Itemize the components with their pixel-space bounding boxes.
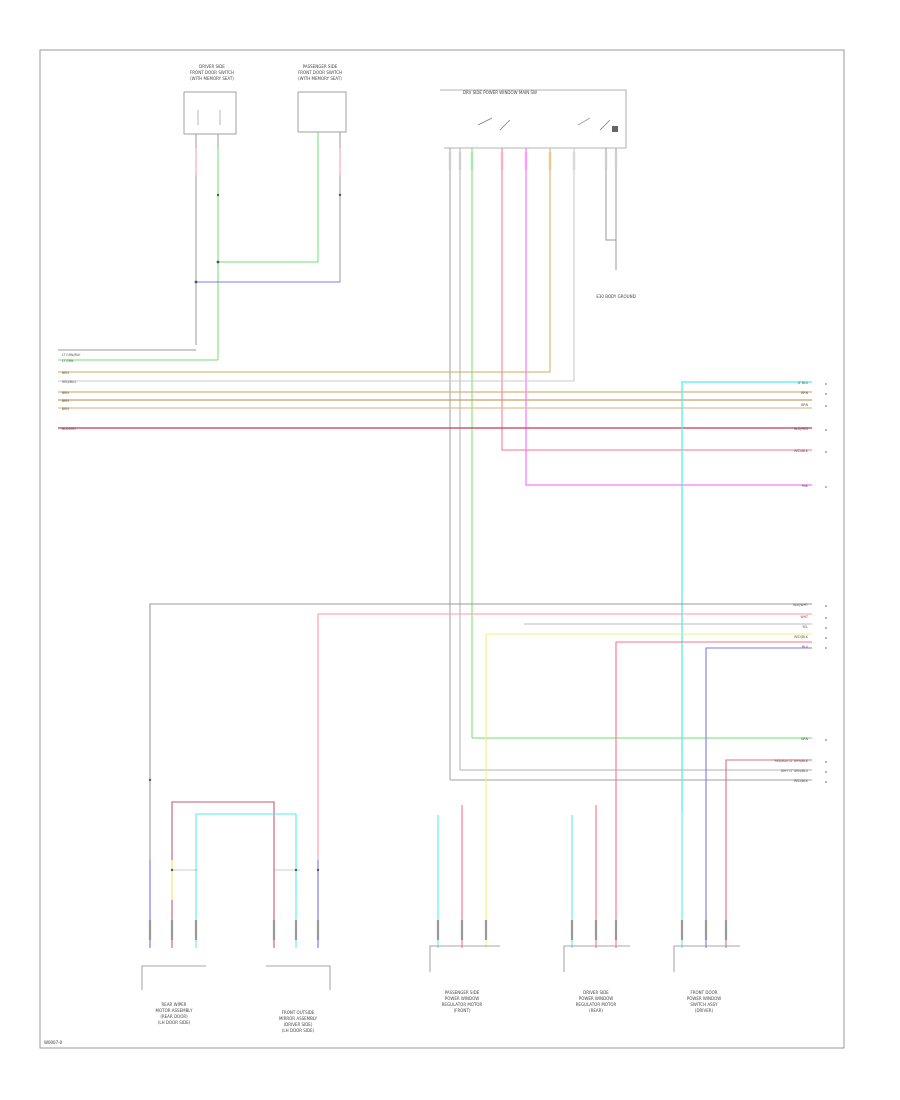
svg-text:RED/BLK: RED/BLK [794, 449, 809, 453]
switch-1-box [183, 91, 237, 135]
right-mid-wire-labels: BLK/WHT WHT YEL RED/BLK BLU GRN [793, 603, 809, 741]
switch-1-line1: DRIVER SIDE [199, 64, 225, 69]
svg-text:POWER WINDOW: POWER WINDOW [687, 996, 721, 1001]
main-switch-pin-marks [448, 152, 618, 170]
svg-text:(LH DOOR SIDE): (LH DOOR SIDE) [282, 1028, 315, 1033]
left-wire-labels: LT GRN/BLK LT GRN BRN RED/BLU BRN BRN BR… [62, 353, 81, 431]
module-1: REAR WIPER MOTOR ASSEMBLY (REAR DOOR) (L… [141, 965, 206, 1025]
ground-label: E30 BODY GROUND [596, 294, 635, 299]
switch-1-line3: (WITH MEMORY SEAT) [190, 76, 234, 81]
svg-text:BRN: BRN [62, 391, 69, 395]
main-switch-wires [58, 148, 812, 781]
svg-text:WHT LT GRN/BLU: WHT LT GRN/BLU [781, 769, 809, 773]
module-2: FRONT OUTSIDE MIRROR ASSEMBLY (DRIVER SI… [266, 965, 331, 1033]
svg-text:YEL: YEL [802, 625, 808, 629]
pin-stubs [148, 920, 728, 940]
switch-2-line2: FRONT DOOR SWITCH [298, 70, 342, 75]
svg-text:REAR WIPER: REAR WIPER [162, 1002, 187, 1007]
svg-text:POWER WINDOW: POWER WINDOW [445, 996, 479, 1001]
switch-2-line3: (WITH MEMORY SEAT) [298, 76, 342, 81]
svg-text:PASSENGER SIDE: PASSENGER SIDE [445, 990, 480, 995]
lower-bus-splices [148, 778, 320, 872]
svg-text:LT GRN/BLK: LT GRN/BLK [62, 353, 81, 357]
svg-text:RED/BLK LT GRN/BLK: RED/BLK LT GRN/BLK [775, 759, 809, 763]
svg-text:LT GRN: LT GRN [62, 359, 74, 363]
bottom-left-wiring [149, 801, 319, 948]
figure-id: W0007-0 [44, 1040, 63, 1045]
svg-text:WHT: WHT [801, 615, 809, 619]
svg-text:(REAR DOOR): (REAR DOOR) [160, 1014, 188, 1019]
right-bot-wire-labels: RED/BLK LT GRN/BLK WHT LT GRN/BLU RED/BL… [775, 759, 809, 783]
svg-text:LT BLU: LT BLU [798, 381, 809, 385]
switch-2: PASSENGER SIDE FRONT DOOR SWITCH (WITH M… [297, 64, 347, 133]
svg-text:BRN: BRN [62, 399, 69, 403]
svg-text:BLK/WHT: BLK/WHT [793, 603, 808, 607]
svg-text:REGULATOR MOTOR: REGULATOR MOTOR [442, 1002, 483, 1007]
main-switch-header: DRV SIDE POWER WINDOW MAIN SW [463, 90, 537, 95]
main-switch: DRV SIDE POWER WINDOW MAIN SW [440, 89, 627, 149]
svg-text:RED/BLK: RED/BLK [794, 635, 809, 639]
svg-text:BRN: BRN [801, 391, 808, 395]
svg-text:(DRIVER): (DRIVER) [695, 1008, 714, 1013]
right-edge-terminals [825, 383, 827, 783]
svg-text:BRN: BRN [801, 403, 808, 407]
module-pin-wires [437, 805, 683, 948]
svg-text:PNK: PNK [802, 484, 809, 488]
svg-text:RED/BLU: RED/BLU [62, 380, 77, 384]
svg-text:MIRROR ASSEMBLY: MIRROR ASSEMBLY [279, 1016, 318, 1021]
svg-text:BRN: BRN [62, 371, 69, 375]
svg-text:POWER WINDOW: POWER WINDOW [579, 996, 613, 1001]
module-3: PASSENGER SIDE POWER WINDOW REGULATOR MO… [429, 945, 500, 1013]
svg-text:BLU: BLU [802, 645, 809, 649]
svg-text:BLK/RED: BLK/RED [62, 427, 76, 431]
svg-text:GRN: GRN [801, 737, 809, 741]
svg-text:FRONT DOOR: FRONT DOOR [690, 990, 717, 995]
svg-text:MOTOR ASSEMBLY: MOTOR ASSEMBLY [156, 1008, 193, 1013]
module-4: DRIVER SIDE POWER WINDOW REGULATOR MOTOR… [563, 945, 630, 1013]
top-left-splices [194, 193, 342, 284]
upper-bus [58, 381, 812, 812]
switch-2-box [297, 91, 347, 133]
module-5: FRONT DOOR POWER WINDOW SWITCH ASSY (DRI… [673, 945, 740, 1013]
svg-text:(DRIVER SIDE): (DRIVER SIDE) [284, 1022, 313, 1027]
svg-text:DRIVER SIDE: DRIVER SIDE [583, 990, 609, 995]
svg-text:(REAR): (REAR) [589, 1008, 603, 1013]
svg-text:REGULATOR MOTOR: REGULATOR MOTOR [576, 1002, 617, 1007]
switch-1: DRIVER SIDE FRONT DOOR SWITCH (WITH MEMO… [183, 64, 237, 135]
lower-bus [149, 603, 812, 948]
switch-1-line2: FRONT DOOR SWITCH [190, 70, 234, 75]
top-left-wiring [58, 132, 341, 361]
svg-text:BLK/RED: BLK/RED [794, 427, 808, 431]
svg-text:(LH DOOR SIDE): (LH DOOR SIDE) [158, 1020, 191, 1025]
svg-text:(FRONT): (FRONT) [454, 1008, 471, 1013]
svg-text:SWITCH ASSY: SWITCH ASSY [690, 1002, 718, 1007]
svg-text:RED/BLK: RED/BLK [794, 779, 809, 783]
svg-text:BRN: BRN [62, 407, 69, 411]
diagram-frame [39, 49, 845, 1049]
right-top-wire-labels: LT BLU BRN BRN BLK/RED RED/BLK PNK [794, 381, 809, 488]
switch-2-line1: PASSENGER SIDE [303, 64, 338, 69]
svg-text:FRONT OUTSIDE: FRONT OUTSIDE [282, 1010, 315, 1015]
